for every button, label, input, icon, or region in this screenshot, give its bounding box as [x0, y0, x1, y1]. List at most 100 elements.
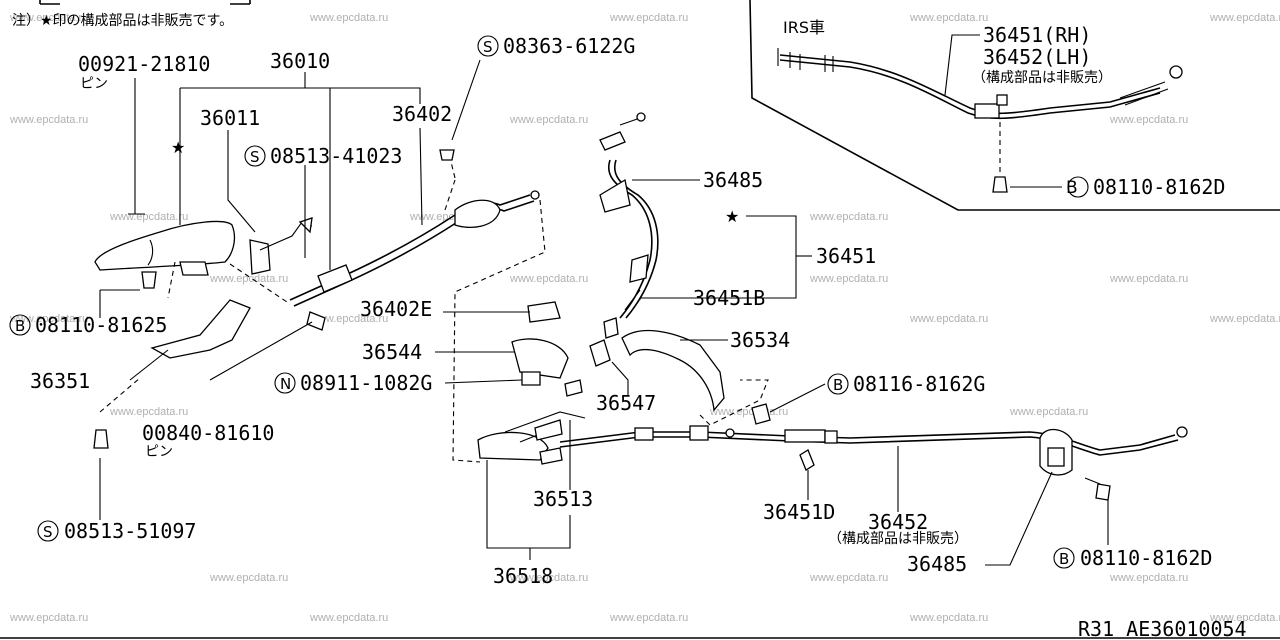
b-circle-icon — [1067, 176, 1089, 198]
watermark: www.epcdata.ru — [9, 612, 88, 624]
watermark: www.epcdata.ru — [609, 12, 688, 24]
label-08513-51097: 08513-51097 — [64, 519, 196, 543]
label-08513-41023: 08513-41023 — [270, 144, 402, 168]
label-36513: 36513 — [533, 487, 593, 511]
label-08110-8162d: 08110-8162D — [1080, 546, 1212, 570]
watermark: www.epcdata.ru — [1209, 12, 1280, 24]
cable-end — [1139, 434, 1179, 451]
label-36452-lh: 36452(LH) — [983, 45, 1091, 69]
watermark: www.epcdata.ru — [509, 572, 588, 584]
bolt-shank — [1084, 477, 1101, 485]
watermark: www.epcdata.ru — [309, 313, 388, 325]
s-circle-icon — [37, 520, 59, 542]
irs-inset-border — [749, 0, 1280, 211]
label-36547: 36547 — [596, 391, 656, 415]
b-prefix-icon: B — [15, 317, 25, 335]
label-08363-6122g: 08363-6122G — [503, 34, 635, 58]
label-36485-rear: 36485 — [907, 552, 967, 576]
watermark: www.epcdata.ru — [1209, 612, 1280, 624]
label-08110-8162d-irs: 08110-8162D — [1093, 175, 1225, 199]
label-36451d: 36451D — [763, 500, 835, 524]
dashed-outline — [699, 379, 769, 426]
b-prefix-icon: B — [1066, 178, 1078, 198]
label-36402: 36402 — [392, 102, 452, 126]
watermark: www.epcdata.ru — [909, 12, 988, 24]
watermark: www.epcdata.ru — [809, 572, 888, 584]
star-icon: ★ — [171, 138, 185, 157]
watermark: www.epcdata.ru — [209, 572, 288, 584]
s-circle-icon — [477, 35, 499, 57]
label-08911-1082g: 08911-1082G — [300, 371, 432, 395]
note-bracket — [39, 0, 251, 5]
watermark: www.epcdata.ru — [9, 12, 88, 24]
n-circle-icon — [274, 372, 296, 394]
b-prefix-icon: B — [833, 376, 843, 394]
cable-end-ball — [1176, 426, 1188, 438]
watermark: www.epcdata.ru — [1109, 572, 1188, 584]
watermark: www.epcdata.ru — [1109, 114, 1188, 126]
n-prefix-icon: N — [280, 375, 291, 393]
front-cable — [141, 149, 546, 463]
watermark: www.epcdata.ru — [209, 273, 288, 285]
label-08110-81625: 08110-81625 — [35, 313, 167, 337]
watermark: www.epcdata.ru — [809, 273, 888, 285]
watermark: www.epcdata.ru — [509, 114, 588, 126]
b-circle-icon — [9, 314, 31, 336]
label-08116-8162g: 08116-8162G — [853, 372, 985, 396]
s-circle-icon — [244, 145, 266, 167]
label-36011: 36011 — [200, 106, 260, 130]
note-text: 注）★印の構成部品は非販売です。 — [12, 13, 233, 29]
label-pin: ピン — [80, 76, 108, 92]
label-36485: 36485 — [703, 168, 763, 192]
leader — [944, 34, 980, 96]
label-36451: 36451 — [816, 244, 876, 268]
label-not-sold-irs: （構成部品は非販売） — [972, 70, 1112, 86]
label-36010: 36010 — [270, 49, 330, 73]
watermark: www.epcdata.ru — [709, 406, 788, 418]
label-36544: 36544 — [362, 340, 422, 364]
label-00840-81610: 00840-81610 — [142, 421, 274, 445]
bolt-icon — [93, 429, 109, 449]
label-36518: 36518 — [493, 564, 553, 588]
label-36402e: 36402E — [360, 297, 432, 321]
watermark: www.epcdata.ru — [909, 612, 988, 624]
label-not-sold: （構成部品は非販売） — [828, 531, 968, 547]
b-circle-icon — [827, 373, 849, 395]
leader-lines — [99, 59, 1109, 566]
watermark: www.epcdata.ru — [1209, 313, 1280, 325]
b-prefix-icon: B — [1059, 550, 1069, 568]
watermark: www.epcdata.ru — [809, 211, 888, 223]
label-00921-21810: 00921-21810 — [78, 52, 210, 76]
label-36452: 36452 — [868, 510, 928, 534]
watermark: www.epcdata.ru — [509, 273, 588, 285]
label-36351: 36351 — [30, 369, 90, 393]
watermark: www.epcdata.ru — [309, 612, 388, 624]
label-36451-rh: 36451(RH) — [983, 23, 1091, 47]
star-icon: ★ — [725, 207, 739, 226]
diagram-code: R31 AE36010054 — [1078, 617, 1247, 640]
watermark: www.epcdata.ru — [609, 612, 688, 624]
irs-label: IRS車 — [783, 18, 825, 37]
b-circle-icon — [1053, 547, 1075, 569]
bracket-36351 — [150, 299, 251, 359]
bolt-icon — [751, 403, 771, 425]
watermark: www.epcdata.ru — [109, 211, 188, 223]
irs-rear-cable — [777, 48, 1183, 193]
s-prefix-icon: S — [483, 38, 493, 56]
bolt-icon — [1095, 483, 1111, 501]
watermark: www.epcdata.ru — [309, 12, 388, 24]
parking-brake-lever — [94, 213, 313, 276]
watermark: www.epcdata.ru — [9, 313, 88, 325]
prefix-circles: S S B N B S B — [9, 35, 1075, 569]
cable-36451 — [599, 112, 659, 339]
s-prefix-icon: S — [250, 148, 260, 166]
label-36534: 36534 — [730, 328, 790, 352]
watermark: www.epcdata.ru — [9, 114, 88, 126]
label-pin-2: ピン — [145, 444, 173, 460]
watermark: www.epcdata.ru — [1009, 406, 1088, 418]
bracket-hole — [1047, 447, 1065, 467]
watermark: www.epcdata.ru — [909, 313, 988, 325]
bracket-36534 — [621, 329, 725, 412]
